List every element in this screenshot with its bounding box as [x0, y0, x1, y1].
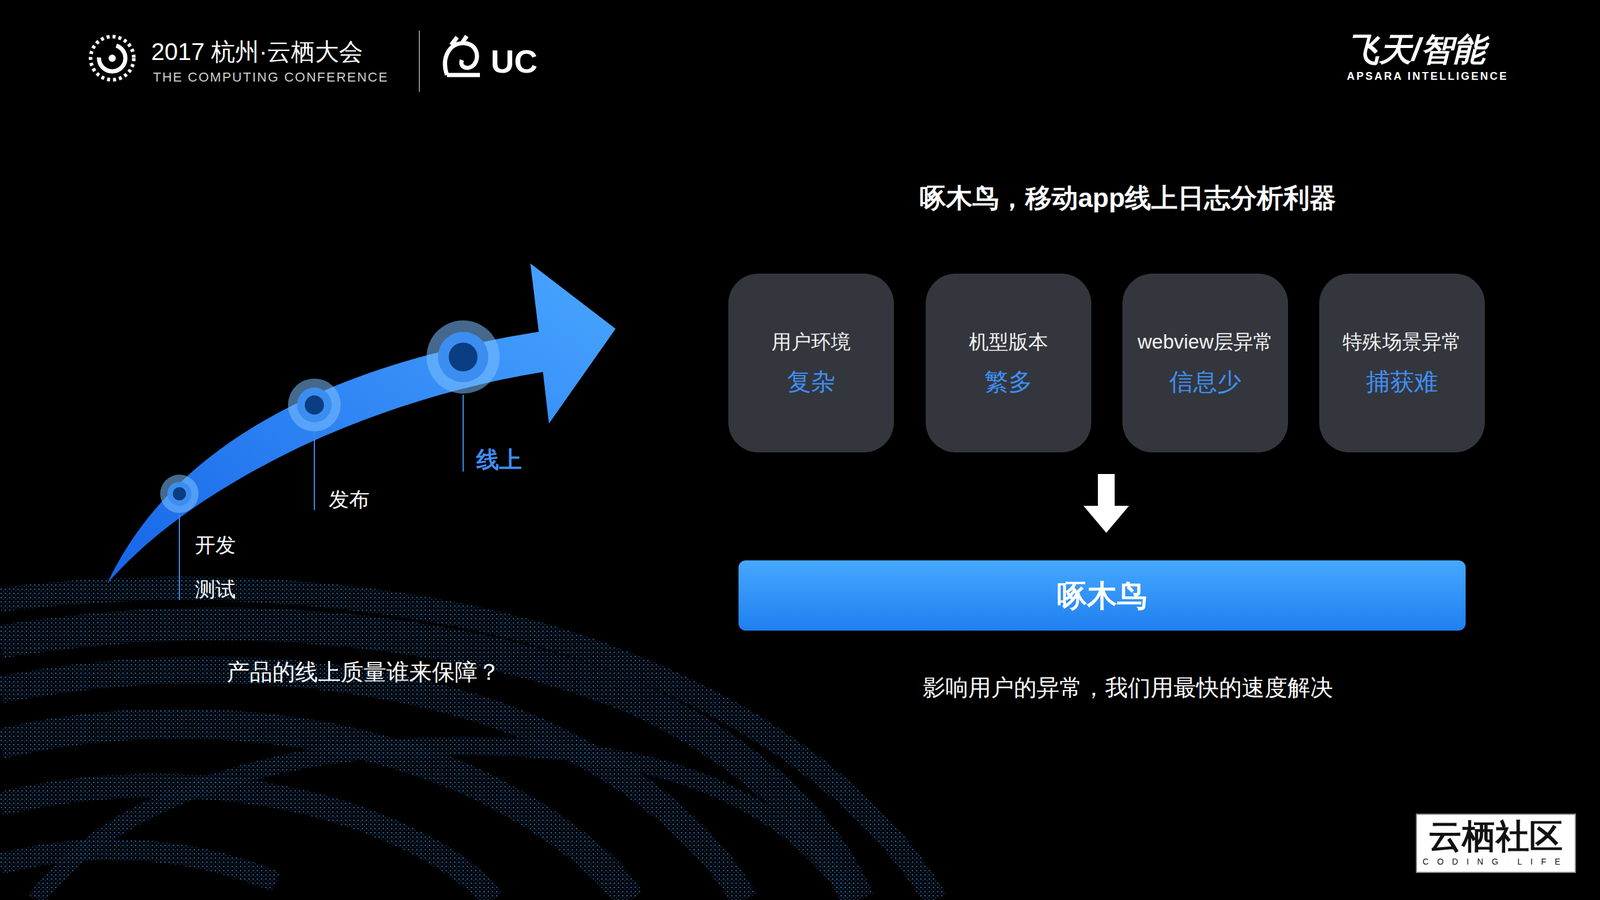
- box-status: 信息少: [1169, 367, 1242, 396]
- solution-bar: 啄木鸟: [738, 560, 1466, 631]
- box-heading: webview层异常: [1137, 329, 1274, 354]
- stage-label: 发布: [328, 487, 370, 512]
- uc-brand: UC: [490, 41, 538, 81]
- header-divider: [418, 30, 420, 92]
- box-heading: 特殊场景异常: [1342, 329, 1462, 354]
- stage-label: 测试: [194, 577, 236, 602]
- box-heading: 机型版本: [968, 329, 1049, 354]
- uc-logo: [445, 35, 480, 75]
- milestone-dots: [160, 320, 500, 513]
- box-status: 复杂: [787, 367, 836, 396]
- apsara-brand: 飞天/智能: [1346, 29, 1486, 69]
- stage-label: 开发: [194, 532, 236, 558]
- box-heading: 用户环境: [771, 329, 851, 354]
- conference-subtitle: THE COMPUTING CONFERENCE: [152, 69, 389, 86]
- progress-arrow: [107, 263, 616, 584]
- slogan-text: 影响用户的异常，我们用最快的速度解决: [922, 674, 1334, 702]
- box-status: 繁多: [984, 367, 1033, 396]
- stage-label: 线上: [476, 446, 522, 474]
- problem-box: 机型版本繁多: [925, 273, 1092, 453]
- bar-label: 啄木鸟: [1057, 577, 1148, 614]
- conference-logo: [90, 36, 134, 80]
- question-text: 产品的线上质量谁来保障？: [226, 658, 501, 687]
- diagram-title: 啄木鸟，移动app线上日志分析利器: [919, 182, 1337, 215]
- down-arrow: [1083, 473, 1130, 533]
- conference-name: 2017 杭州·云栖大会: [151, 37, 363, 66]
- box-status: 捕获难: [1366, 367, 1439, 396]
- swirl-texture: [0, 588, 936, 900]
- apsara-subtitle: APSARA INTELLIGENCE: [1346, 70, 1509, 84]
- problem-box: webview层异常信息少: [1122, 273, 1289, 453]
- community-tagline: CODING LIFE: [1422, 856, 1569, 867]
- community-name: 云栖社区: [1428, 815, 1563, 857]
- community-badge: [1416, 814, 1576, 873]
- problem-box: 用户环境复杂: [728, 273, 894, 453]
- problem-box: 特殊场景异常捕获难: [1319, 273, 1485, 453]
